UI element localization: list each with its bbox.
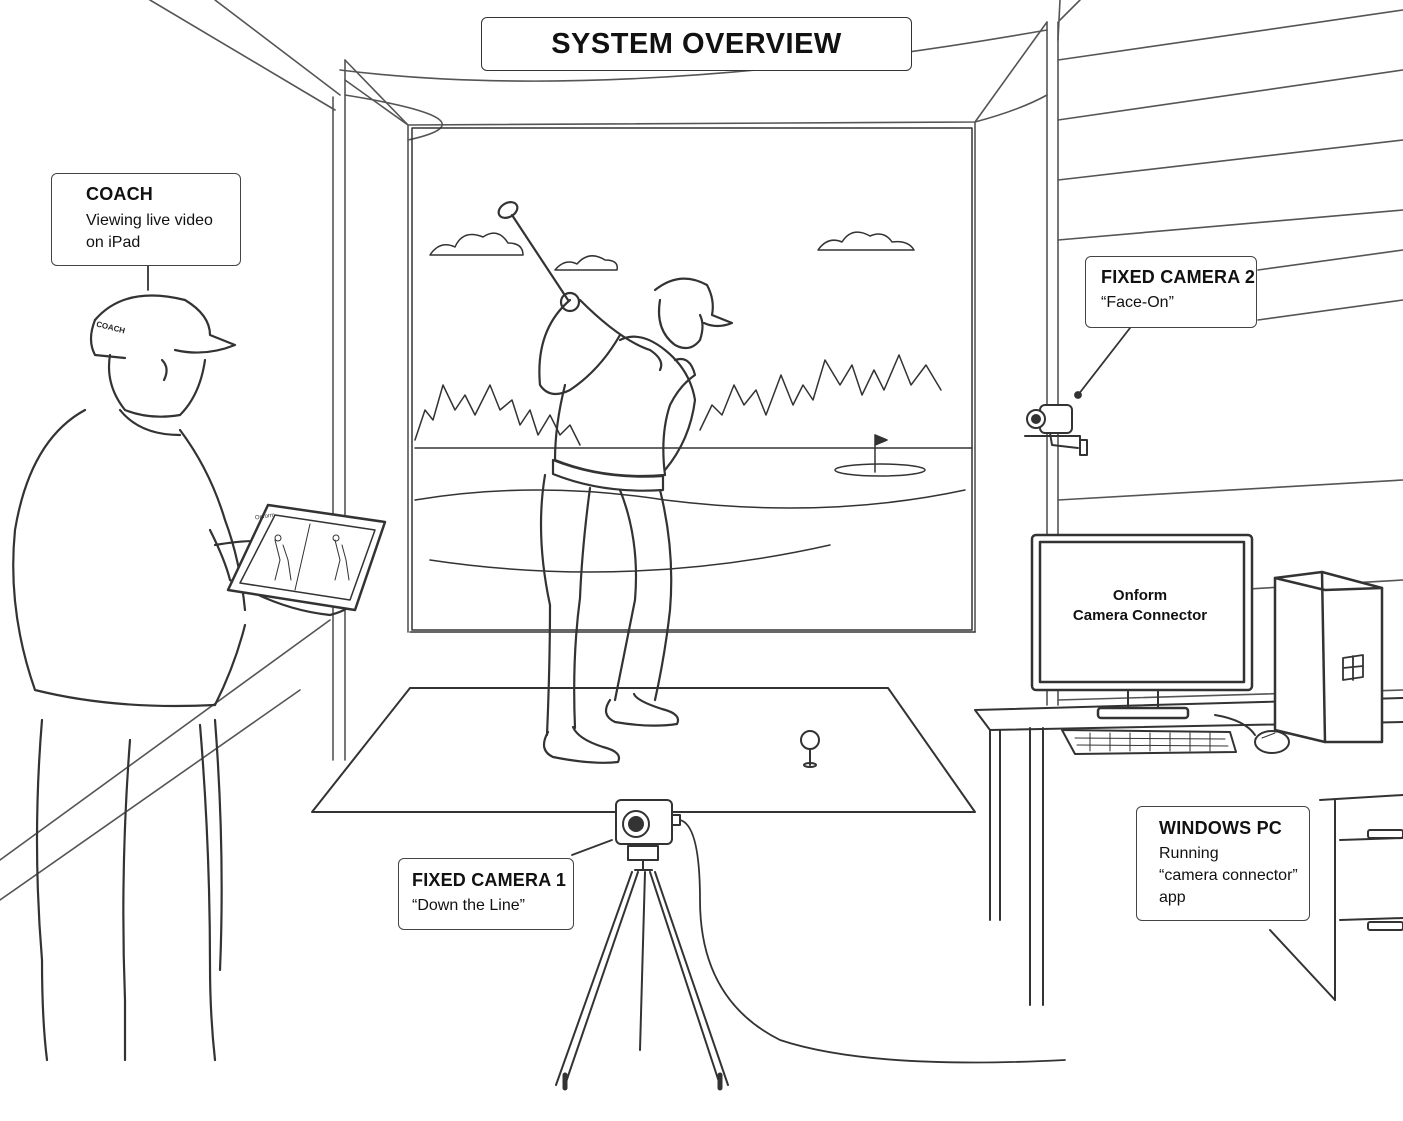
monitor [1032,535,1252,718]
callout-camera-2: FIXED CAMERA 2 “Face-On” [1085,256,1257,328]
callout-camera-2-line-1: “Face-On” [1101,292,1256,314]
hitting-mat [312,688,975,812]
golfer [496,199,732,763]
callout-windows-pc-line-3: app [1159,887,1309,909]
golf-ball [801,731,819,767]
keyboard [1062,730,1236,754]
pc-tower [1275,572,1382,742]
room-walls [0,0,1403,900]
title-box: SYSTEM OVERVIEW [481,17,912,71]
impact-screen [412,128,972,630]
webcam [1025,405,1087,455]
callout-camera-1: FIXED CAMERA 1 “Down the Line” [398,858,574,930]
callout-camera-1-title: FIXED CAMERA 1 [412,870,573,891]
callout-coach-line-1: Viewing live video [86,210,240,232]
callout-windows-pc-line-1: Running [1159,843,1309,865]
callout-camera-1-line-1: “Down the Line” [412,895,573,917]
callout-coach-title: COACH [86,184,240,205]
monitor-line-2: Camera Connector [1040,606,1240,626]
page-title: SYSTEM OVERVIEW [551,28,842,61]
coach-figure [13,296,355,1061]
callout-windows-pc-title: WINDOWS PC [1159,818,1309,839]
monitor-screen-text: Onform Camera Connector [1040,586,1240,626]
callout-windows-pc-line-2: “camera connector” [1159,865,1309,887]
callout-windows-pc: WINDOWS PC Running “camera connector” ap… [1136,806,1310,921]
callout-coach-line-2: on iPad [86,232,240,254]
callout-coach: COACH Viewing live video on iPad [51,173,241,266]
monitor-line-1: Onform [1040,586,1240,606]
tripod-camera [556,800,1065,1088]
ipad [228,505,385,610]
callout-camera-2-title: FIXED CAMERA 2 [1101,267,1256,288]
